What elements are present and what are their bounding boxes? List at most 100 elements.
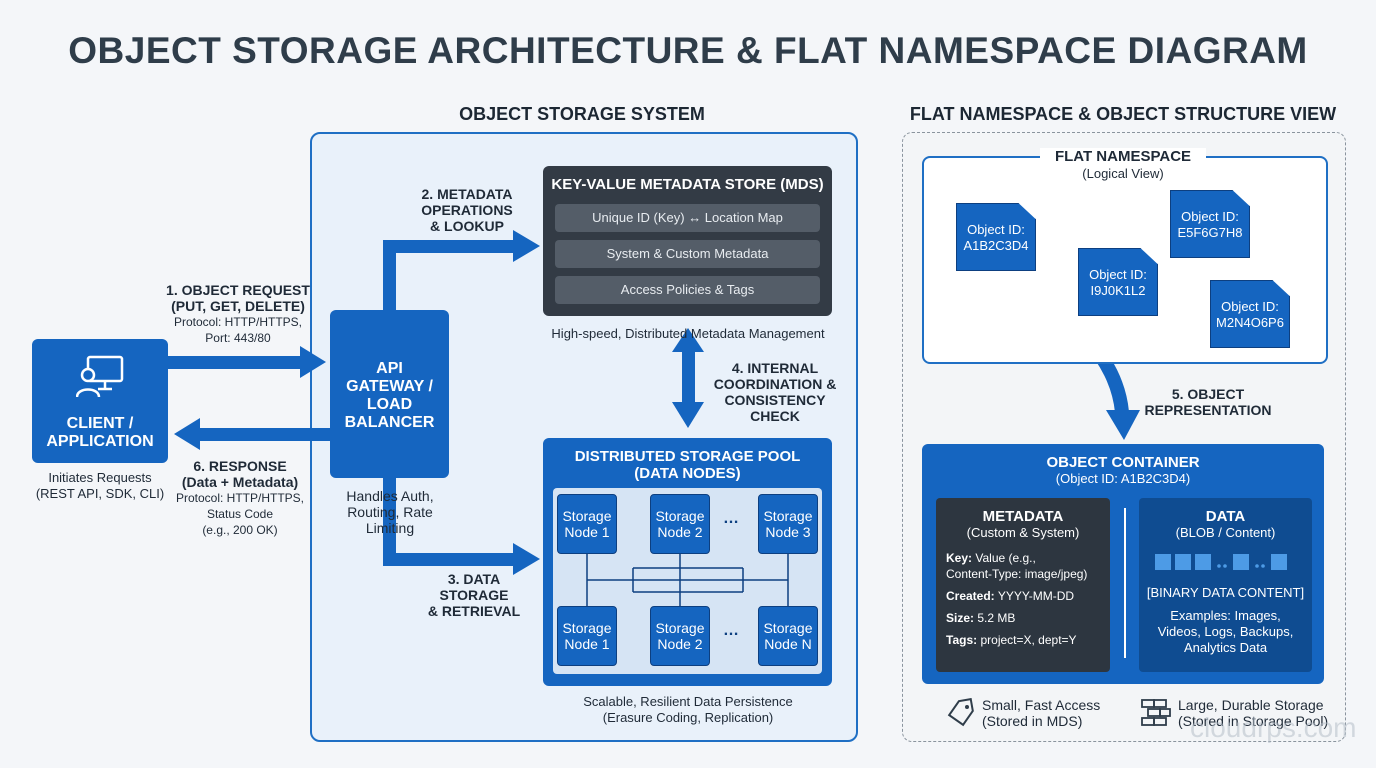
api-label-3: LOAD [366,396,413,413]
data-examples-3: Analytics Data [1183,640,1268,655]
step-2-line-1: 2. METADATA [421,186,513,202]
pool-title-1: DISTRIBUTED STORAGE POOL [574,448,801,465]
mds-row-location-map: Unique ID (Key) ↔ Location Map [555,204,820,232]
meta-key-value-2: Content-Type: image/jpeg) [946,567,1088,581]
request-arrow [168,346,326,378]
step-1-detail-2: Port: 443/80 [205,331,271,345]
step-3-line-3: & RETRIEVAL [427,603,521,619]
api-gateway-box: API GATEWAY / LOAD BALANCER [330,310,449,478]
pool-caption-2: (Erasure Coding, Replication) [602,710,774,725]
step-2-line-2: OPERATIONS [421,202,513,218]
node-number: Node 1 [564,636,610,652]
object-container-box: OBJECT CONTAINER (Object ID: A1B2C3D4) M… [922,444,1324,684]
coordination-arrow [672,328,704,428]
api-label-4: BALANCER [344,414,435,431]
node-label: Storage [562,620,612,636]
object-id-value: A1B2C3D4 [963,238,1029,253]
step-5-line-1: 5. OBJECT [1171,386,1245,402]
legend-large: Large, Durable Storage (Stored in Storag… [1178,697,1328,729]
binary-content-label: [BINARY DATA CONTENT] [1146,585,1305,600]
node-number: Node 2 [657,636,703,652]
watermark: cloudrps.com [1190,712,1357,743]
client-caption: Initiates Requests (REST API, SDK, CLI) [20,470,180,502]
node-label: Storage [655,508,705,524]
page-title: OBJECT STORAGE ARCHITECTURE & FLAT NAMES… [68,30,1308,71]
flat-namespace-title: FLAT NAMESPACE [1040,148,1206,165]
node-label: Storage [763,508,813,524]
object-id-value: M2N4O6P6 [1216,315,1284,330]
step-1-detail-1: Protocol: HTTP/HTTPS, [173,315,303,329]
pool-caption-1: Scalable, Resilient Data Persistence [583,694,793,709]
step-6-detail-1: Protocol: HTTP/HTTPS, [175,491,305,505]
metadata-store-box: KEY-VALUE METADATA STORE (MDS) Unique ID… [543,166,832,316]
data-examples-2: Videos, Logs, Backups, [1157,624,1294,639]
pool-caption: Scalable, Resilient Data Persistence (Er… [540,694,836,726]
step-3-line-1: 3. DATA [447,571,501,587]
node-label: Storage [763,620,813,636]
step-4-label: 4. INTERNAL COORDINATION & CONSISTENCY C… [700,360,850,424]
api-caption-1: Handles Auth, [346,488,434,504]
step-1-label: 1. OBJECT REQUEST (PUT, GET, DELETE) Pro… [160,282,316,346]
flat-namespace-subtitle: (Logical View) [1082,166,1164,181]
legend-large-1: Large, Durable Storage [1178,697,1324,713]
container-subtitle: (Object ID: A1B2C3D4) [1055,471,1191,486]
response-arrow [174,418,330,450]
api-caption-2: Routing, Rate [347,504,433,520]
meta-tags-label: Tags: [946,633,978,647]
meta-size-value: 5.2 MB [977,611,1016,625]
step-6-label: 6. RESPONSE (Data + Metadata) Protocol: … [165,458,315,538]
node-label: Storage [655,620,705,636]
meta-created-value: YYYY-MM-DD [997,589,1075,603]
step-4-line-1: 4. INTERNAL [731,360,819,376]
step-5-line-2: REPRESENTATION [1144,402,1272,418]
step-2-line-3: & LOOKUP [430,218,504,234]
client-caption-2: (REST API, SDK, CLI) [35,486,165,501]
mds-row-metadata: System & Custom Metadata [555,240,820,268]
tag-icon [947,698,974,727]
step-1-title: 1. OBJECT REQUEST [166,282,310,298]
client-caption-1: Initiates Requests [48,470,152,485]
binary-blocks-icon [1154,554,1287,570]
step-4-line-3: CONSISTENCY CHECK [724,392,826,424]
mds-caption: High-speed, Distributed Metadata Managem… [551,326,825,341]
meta-created-label: Created: [946,589,995,603]
metadata-arrow [383,230,540,310]
step-3-label: 3. DATA STORAGE & RETRIEVAL [410,571,538,619]
object-id-value: I9J0K1L2 [1090,283,1146,298]
object-id-value: E5F6G7H8 [1177,225,1243,240]
data-storage-arrow [383,478,540,575]
legend-small-1: Small, Fast Access [982,697,1101,713]
mds-title: KEY-VALUE METADATA STORE (MDS) [551,176,824,193]
object-id-label: Object ID: [1181,209,1239,224]
data-subtitle: (BLOB / Content) [1175,525,1276,540]
pool-title: DISTRIBUTED STORAGE POOL (DATA NODES) [543,448,832,482]
meta-key-value: Value (e.g., [975,551,1036,565]
node-number: Node 3 [765,524,811,540]
metadata-panel: METADATA (Custom & System) Key: Value (e… [936,498,1110,672]
meta-tags-value: project=X, dept=Y [980,633,1077,647]
node-ellipsis-top: … [723,510,739,527]
pool-title-2: (DATA NODES) [634,465,741,482]
mds-row-policies: Access Policies & Tags [555,276,820,304]
step-6-detail-2: Status Code [206,507,274,521]
object-e5f6g7h8: Object ID:E5F6G7H8 [1170,190,1250,258]
step-6-subtitle: (Data + Metadata) [181,474,299,490]
step-1-subtitle: (PUT, GET, DELETE) [171,298,305,314]
storage-blocks-icon [1141,699,1171,726]
meta-key-label: Key: [946,551,973,565]
data-title: DATA [1205,508,1246,525]
container-title: OBJECT CONTAINER [1046,454,1200,471]
node-ellipsis-bottom: … [723,622,739,639]
storage-pool-box: DISTRIBUTED STORAGE POOL (DATA NODES) St… [543,438,832,686]
step-6-detail-3: (e.g., 200 OK) [202,523,278,537]
api-caption-3: Limiting [365,520,415,536]
meta-size-label: Size: [946,611,975,625]
step-4-line-2: COORDINATION & [713,376,837,392]
step-6-title: 6. RESPONSE [193,458,287,474]
object-id-label: Object ID: [1089,267,1147,282]
node-number: Node 1 [564,524,610,540]
